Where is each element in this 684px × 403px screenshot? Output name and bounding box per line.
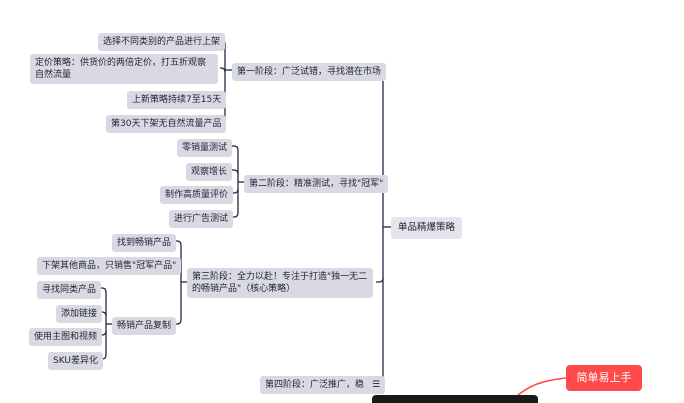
stage3-branch-1 [170, 240, 182, 246]
stage-2-label: 第二阶段：精准测试，寻找"冠军" [249, 179, 384, 189]
stage-3-item-1[interactable]: 找到畅销产品 [112, 234, 177, 252]
badge-curve [514, 377, 567, 399]
stage1-branch-2 [220, 67, 226, 73]
stage-1-label: 第一阶段：广泛试错，寻找潜在市场 [237, 67, 382, 77]
stage-1-node[interactable]: 第一阶段：广泛试错，寻找潜在市场 [232, 63, 387, 81]
stage2-branch-1 [228, 145, 239, 151]
stage-1-item-2[interactable]: 定价策略：供货价的两倍定价，打五折观察自然流量 [30, 54, 218, 84]
root-label: 单品精爆策略 [398, 222, 456, 233]
stage-3-node[interactable]: 第三阶段：全力以赴！专注于打造"独一无二的畅销产品"（核心策略） [187, 268, 373, 298]
stage-1-item-1[interactable]: 选择不同类别的产品进行上架 [98, 33, 226, 51]
stage2-branch-4 [228, 212, 239, 218]
copy-item-4[interactable]: SKU差异化 [48, 352, 103, 370]
stage-2-node[interactable]: 第二阶段：精准测试，寻找"冠军" [244, 175, 389, 193]
copy-item-1[interactable]: 寻找同类产品 [37, 281, 102, 299]
stage-4-label: 第四阶段：广泛推广，稳 [265, 380, 365, 390]
stage-1-item-3[interactable]: 上新策略持续7至15天 [127, 91, 227, 109]
stage-3-label: 第三阶段：全力以赴！专注于打造"独一无二的畅销产品"（核心策略） [192, 272, 368, 294]
root-branch-3 [376, 277, 384, 283]
list-icon: ☰ [372, 380, 381, 390]
stage2-branch-2 [228, 169, 239, 175]
stage-2-item-3[interactable]: 制作高质量评价 [160, 186, 234, 204]
stage-3-item-3[interactable]: 畅销产品复制 [112, 317, 177, 335]
stage-1-item-4[interactable]: 第30天下架无自然流量产品 [106, 115, 227, 133]
stage-4-node[interactable]: 第四阶段：广泛推广，稳 ☰ [260, 376, 386, 394]
copy-item-3[interactable]: 使用主图和视频 [29, 328, 103, 346]
easy-start-badge[interactable]: 简单易上手 [566, 365, 642, 391]
stage-2-item-2[interactable]: 观察增长 [186, 163, 233, 181]
copy-item-2[interactable]: 添加链接 [56, 305, 103, 323]
bottom-dark-panel [372, 395, 538, 403]
copy-branch-1 [98, 287, 107, 293]
stage-2-item-1[interactable]: 零销量测试 [177, 139, 233, 157]
stage2-branch-3 [228, 188, 239, 194]
stage-2-item-4[interactable]: 进行广告测试 [169, 210, 234, 228]
stage-3-item-2[interactable]: 下架其他商品，只销售"冠军产品" [37, 257, 182, 275]
stage3-branch-3 [170, 319, 182, 325]
root-node[interactable]: 单品精爆策略 [391, 217, 463, 239]
